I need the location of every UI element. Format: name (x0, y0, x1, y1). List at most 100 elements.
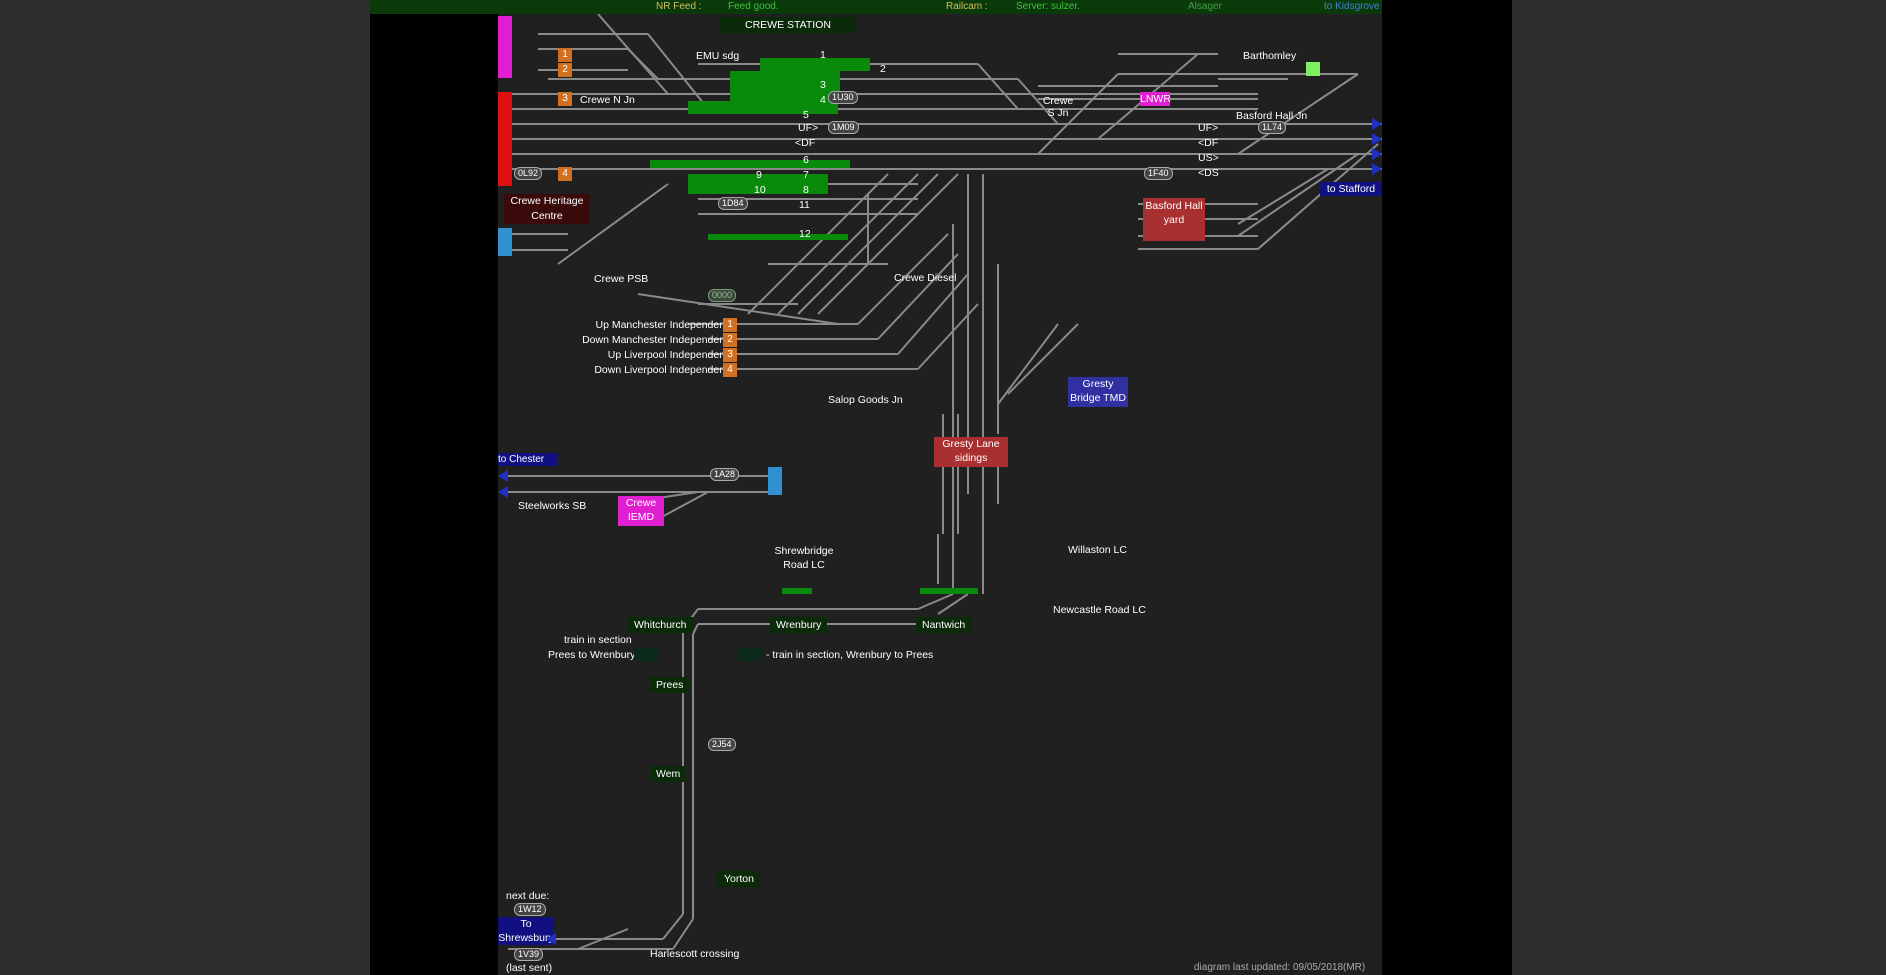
to-stafford[interactable]: to Stafford (1320, 182, 1382, 196)
nantwich-station[interactable]: Nantwich (916, 617, 972, 633)
railcam-label: Railcam : (946, 1, 988, 12)
left-border (370, 0, 498, 975)
wrenbury-to-prees-label: - train in section, Wrenbury to Prees (766, 649, 934, 661)
east-arrow-4[interactable] (1372, 163, 1382, 175)
berth-0000[interactable]: 0000 (708, 289, 737, 302)
east-arrow-2[interactable] (1372, 133, 1382, 145)
uf-label-2: UF> (798, 122, 819, 134)
status-bar: NR Feed : Feed good. Railcam : Server: s… (370, 0, 1382, 14)
next-due-label: next due: (506, 890, 550, 902)
plat-num-5: 5 (803, 109, 809, 121)
platform-10-8 (688, 174, 828, 194)
ds-label: <DS (1198, 167, 1219, 179)
platform-1-2 (760, 58, 870, 71)
platform-9-7 (650, 160, 850, 168)
crewe-diesel-label: Crewe Diesel (894, 272, 957, 284)
whitchurch-station[interactable]: Whitchurch (628, 617, 693, 633)
next-due-berth[interactable]: 1W12 (514, 903, 546, 916)
west-arrow-2[interactable] (498, 486, 508, 498)
berth-1m09[interactable]: 1M09 (828, 121, 859, 134)
plat-num-12: 12 (799, 228, 811, 240)
track-layout (508, 14, 1382, 950)
crewe-s-jn-label: Crewe S Jn (1042, 95, 1074, 119)
prees-to-wrenbury-label: Prees to Wrenbury (548, 649, 636, 661)
crewe-iemd[interactable]: Crewe IEMD (618, 496, 664, 526)
left-margin (0, 0, 370, 975)
berth-1u30[interactable]: 1U30 (828, 91, 858, 104)
east-arrow-1[interactable] (1372, 118, 1382, 130)
prees-station[interactable]: Prees (650, 677, 690, 693)
lnwr-depot[interactable]: LNWR (1140, 92, 1171, 106)
indep-num-2: 2 (723, 333, 737, 347)
independent-3-label: Up Liverpool Independent (607, 349, 728, 361)
nantwich-platform (920, 588, 978, 594)
section-indicator-2 (738, 648, 762, 661)
berth-1d84[interactable]: 1D84 (718, 197, 748, 210)
df-label: <DF (1198, 137, 1219, 149)
cyan-block (498, 228, 512, 256)
plat-num-11: 11 (799, 199, 810, 211)
basford-hall-jn-label: Basford Hall Jn (1236, 110, 1308, 122)
gresty-lane-sidings[interactable]: Gresty Lane sidings (934, 437, 1008, 467)
berth-1l74[interactable]: 1L74 (1258, 121, 1287, 134)
berth-2j54[interactable]: 2J54 (708, 738, 736, 751)
nr-feed-label: NR Feed : (656, 1, 702, 12)
section-indicator-1 (634, 648, 658, 661)
signalling-diagram: 1 2 3 4 CREWE STATION EMU sdg Crewe N Jn… (498, 14, 1382, 975)
nr-feed-status: Feed good. (728, 1, 779, 12)
platform-5 (688, 101, 838, 114)
kidsgrove-link[interactable]: to Kidsgrove (1324, 1, 1380, 12)
magenta-block (498, 16, 512, 78)
plat-num-3: 3 (820, 79, 826, 91)
last-sent-berth[interactable]: 1V39 (514, 948, 544, 961)
berth-0l92[interactable]: 0L92 (514, 167, 543, 180)
berth-1a28[interactable]: 1A28 (710, 468, 740, 481)
west-arrow-1[interactable] (498, 470, 508, 482)
platform-12 (708, 234, 848, 240)
newcastle-road-lc-label: Newcastle Road LC (1053, 604, 1146, 616)
to-chester[interactable]: to Chester (498, 453, 558, 466)
crewe-n-jn-label: Crewe N Jn (580, 94, 635, 106)
yorton-station[interactable]: Yorton (718, 871, 760, 887)
plat-num-1: 1 (820, 49, 826, 61)
barthomley-indicator (1306, 62, 1320, 76)
server-status: Server: sulzer. (1016, 1, 1080, 12)
independent-4-label: Down Liverpool Independent (594, 364, 728, 376)
barthomley-label: Barthomley (1243, 50, 1297, 62)
wrenbury-platform (782, 588, 812, 594)
independent-2-label: Down Manchester Independent (582, 334, 728, 346)
plat-num-7: 7 (803, 169, 809, 181)
east-arrow-3[interactable] (1372, 148, 1382, 160)
willaston-lc-label: Willaston LC (1068, 544, 1127, 556)
crewe-psb-label: Crewe PSB (594, 273, 649, 285)
salop-goods-jn-label: Salop Goods Jn (828, 394, 903, 406)
wem-station[interactable]: Wem (650, 766, 687, 782)
train-in-section-label: train in section (564, 634, 632, 646)
shrewbridge-road-lc-label: Shrewbridge Road LC (774, 545, 834, 571)
berth-1f40[interactable]: 1F40 (1144, 167, 1173, 180)
last-sent-label: (last sent) (506, 962, 553, 974)
alsager-label: Alsager (1188, 1, 1222, 12)
wrenbury-station[interactable]: Wrenbury (770, 617, 828, 633)
indep-num-4: 4 (723, 363, 737, 377)
to-shrewsbury[interactable]: To Shrewsbury (498, 917, 554, 945)
independent-1-label: Up Manchester Independent (595, 319, 728, 331)
red-block (498, 92, 512, 186)
indep-num-1: 1 (723, 318, 737, 332)
south-arrow-1[interactable] (546, 933, 556, 945)
plat-num-4: 4 (820, 94, 826, 106)
gresty-bridge-tmd[interactable]: Gresty Bridge TMD (1068, 377, 1128, 407)
plat-num-6: 6 (803, 154, 809, 166)
us-label: US> (1198, 152, 1219, 164)
heritage-centre[interactable]: Crewe Heritage Centre (504, 194, 590, 224)
num-1: 1 (558, 48, 572, 62)
plat-num-9: 9 (756, 169, 762, 181)
steelworks-sb-label: Steelworks SB (518, 500, 587, 512)
platform-3-4 (730, 71, 840, 101)
plat-num-8: 8 (803, 184, 809, 196)
basford-hall-yard[interactable]: Basford Hall yard (1143, 198, 1205, 241)
cyan-block-west (768, 467, 782, 495)
num-3: 3 (558, 92, 572, 106)
indep-num-3: 3 (723, 348, 737, 362)
num-4: 4 (558, 167, 572, 181)
